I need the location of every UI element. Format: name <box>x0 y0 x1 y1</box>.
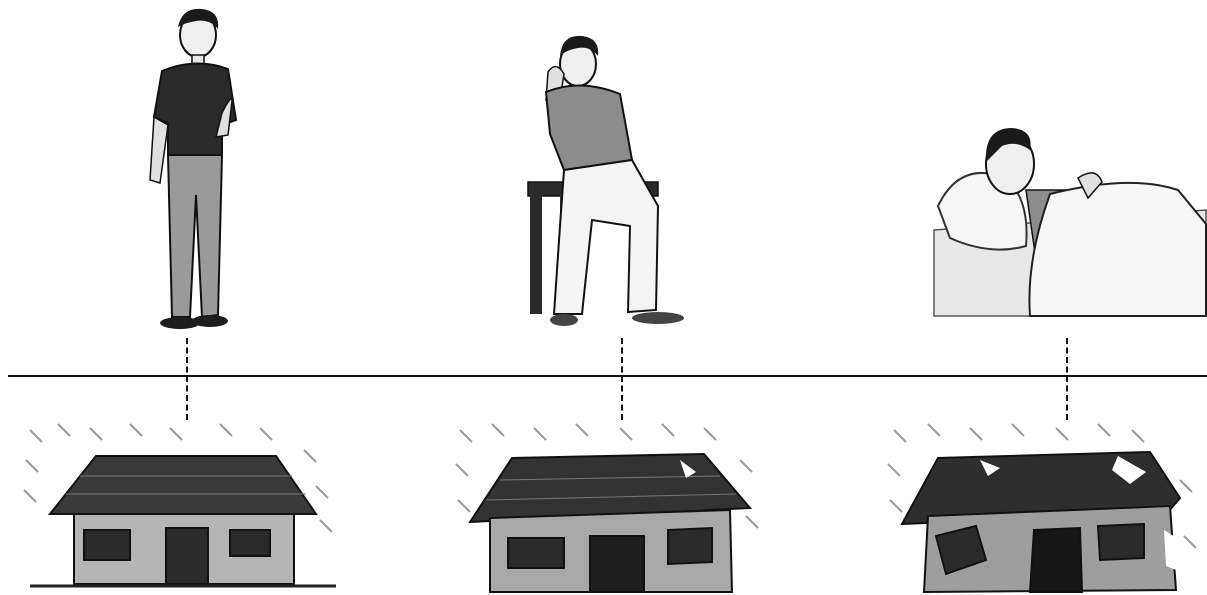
connector-2 <box>621 338 623 420</box>
person-in-bed <box>930 120 1207 320</box>
house-badly-damaged <box>880 420 1200 595</box>
connector-3 <box>1066 338 1068 420</box>
connector-1 <box>186 338 188 420</box>
house-intact <box>20 420 340 595</box>
house-slightly-damaged <box>450 420 770 595</box>
person-sitting <box>520 30 690 340</box>
person-standing <box>110 5 250 340</box>
timeline-line <box>8 375 1207 377</box>
